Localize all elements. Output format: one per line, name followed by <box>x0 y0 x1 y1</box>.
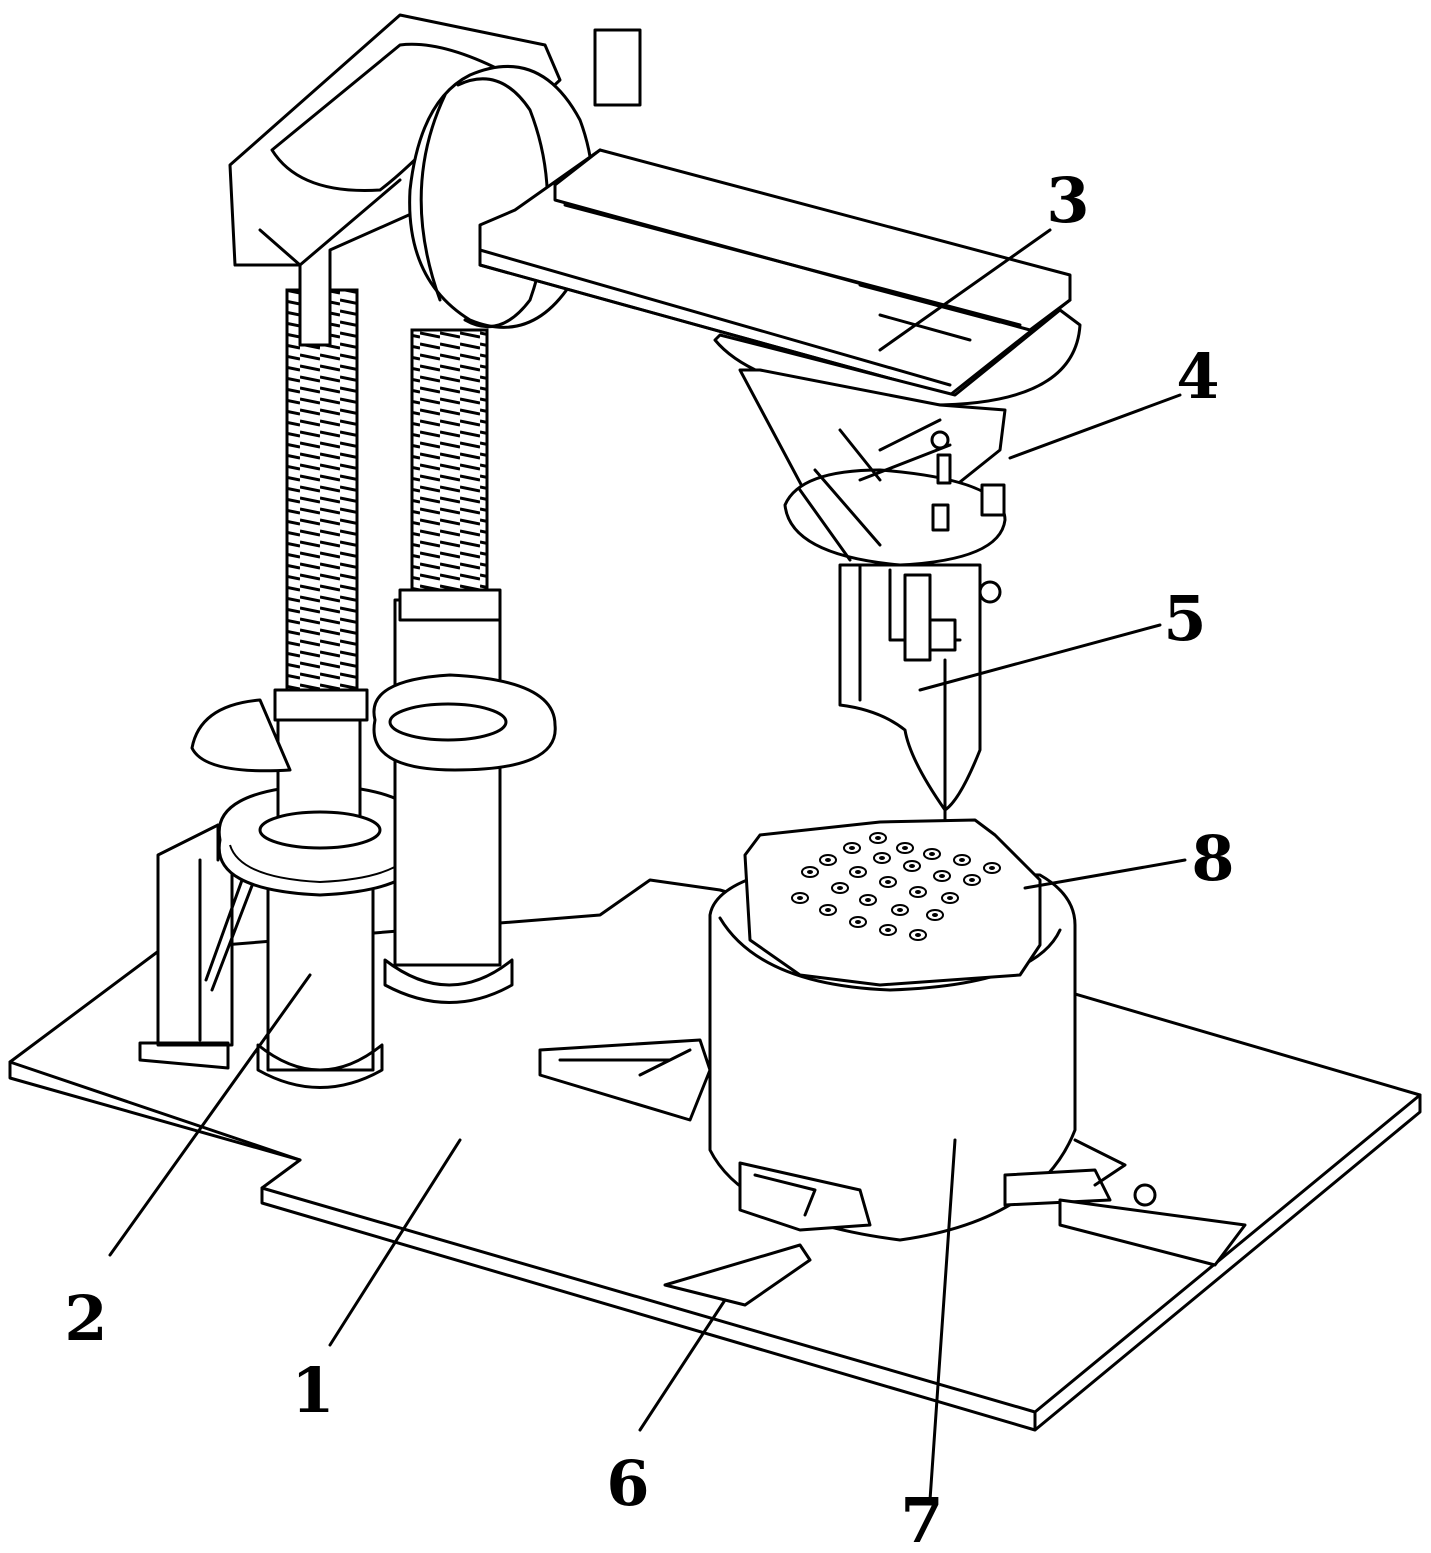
left-column <box>190 288 427 1089</box>
leader-6 <box>638 1298 727 1432</box>
label-6: 6 <box>606 1447 649 1520</box>
leader-8 <box>1023 858 1187 890</box>
label-2: 2 <box>64 1282 107 1355</box>
nozzle <box>838 563 1002 842</box>
leader-5 <box>918 623 1162 692</box>
leader-3 <box>878 228 1052 352</box>
label-1: 1 <box>291 1354 334 1427</box>
label-5: 5 <box>1163 582 1206 655</box>
leader-7 <box>928 1138 957 1502</box>
sample-tray <box>743 818 1042 987</box>
label-3: 3 <box>1046 164 1089 237</box>
guide-rails <box>538 1038 1247 1307</box>
right-column <box>372 328 557 1004</box>
label-8: 8 <box>1191 822 1234 895</box>
label-4: 4 <box>1176 340 1219 413</box>
leader-lines <box>108 228 1187 1502</box>
leader-1 <box>328 1138 462 1347</box>
rotary-head <box>713 308 1082 567</box>
leader-4 <box>1008 393 1182 460</box>
leader-2 <box>108 973 312 1257</box>
support-bracket <box>138 823 260 1070</box>
label-7: 7 <box>900 1484 943 1553</box>
